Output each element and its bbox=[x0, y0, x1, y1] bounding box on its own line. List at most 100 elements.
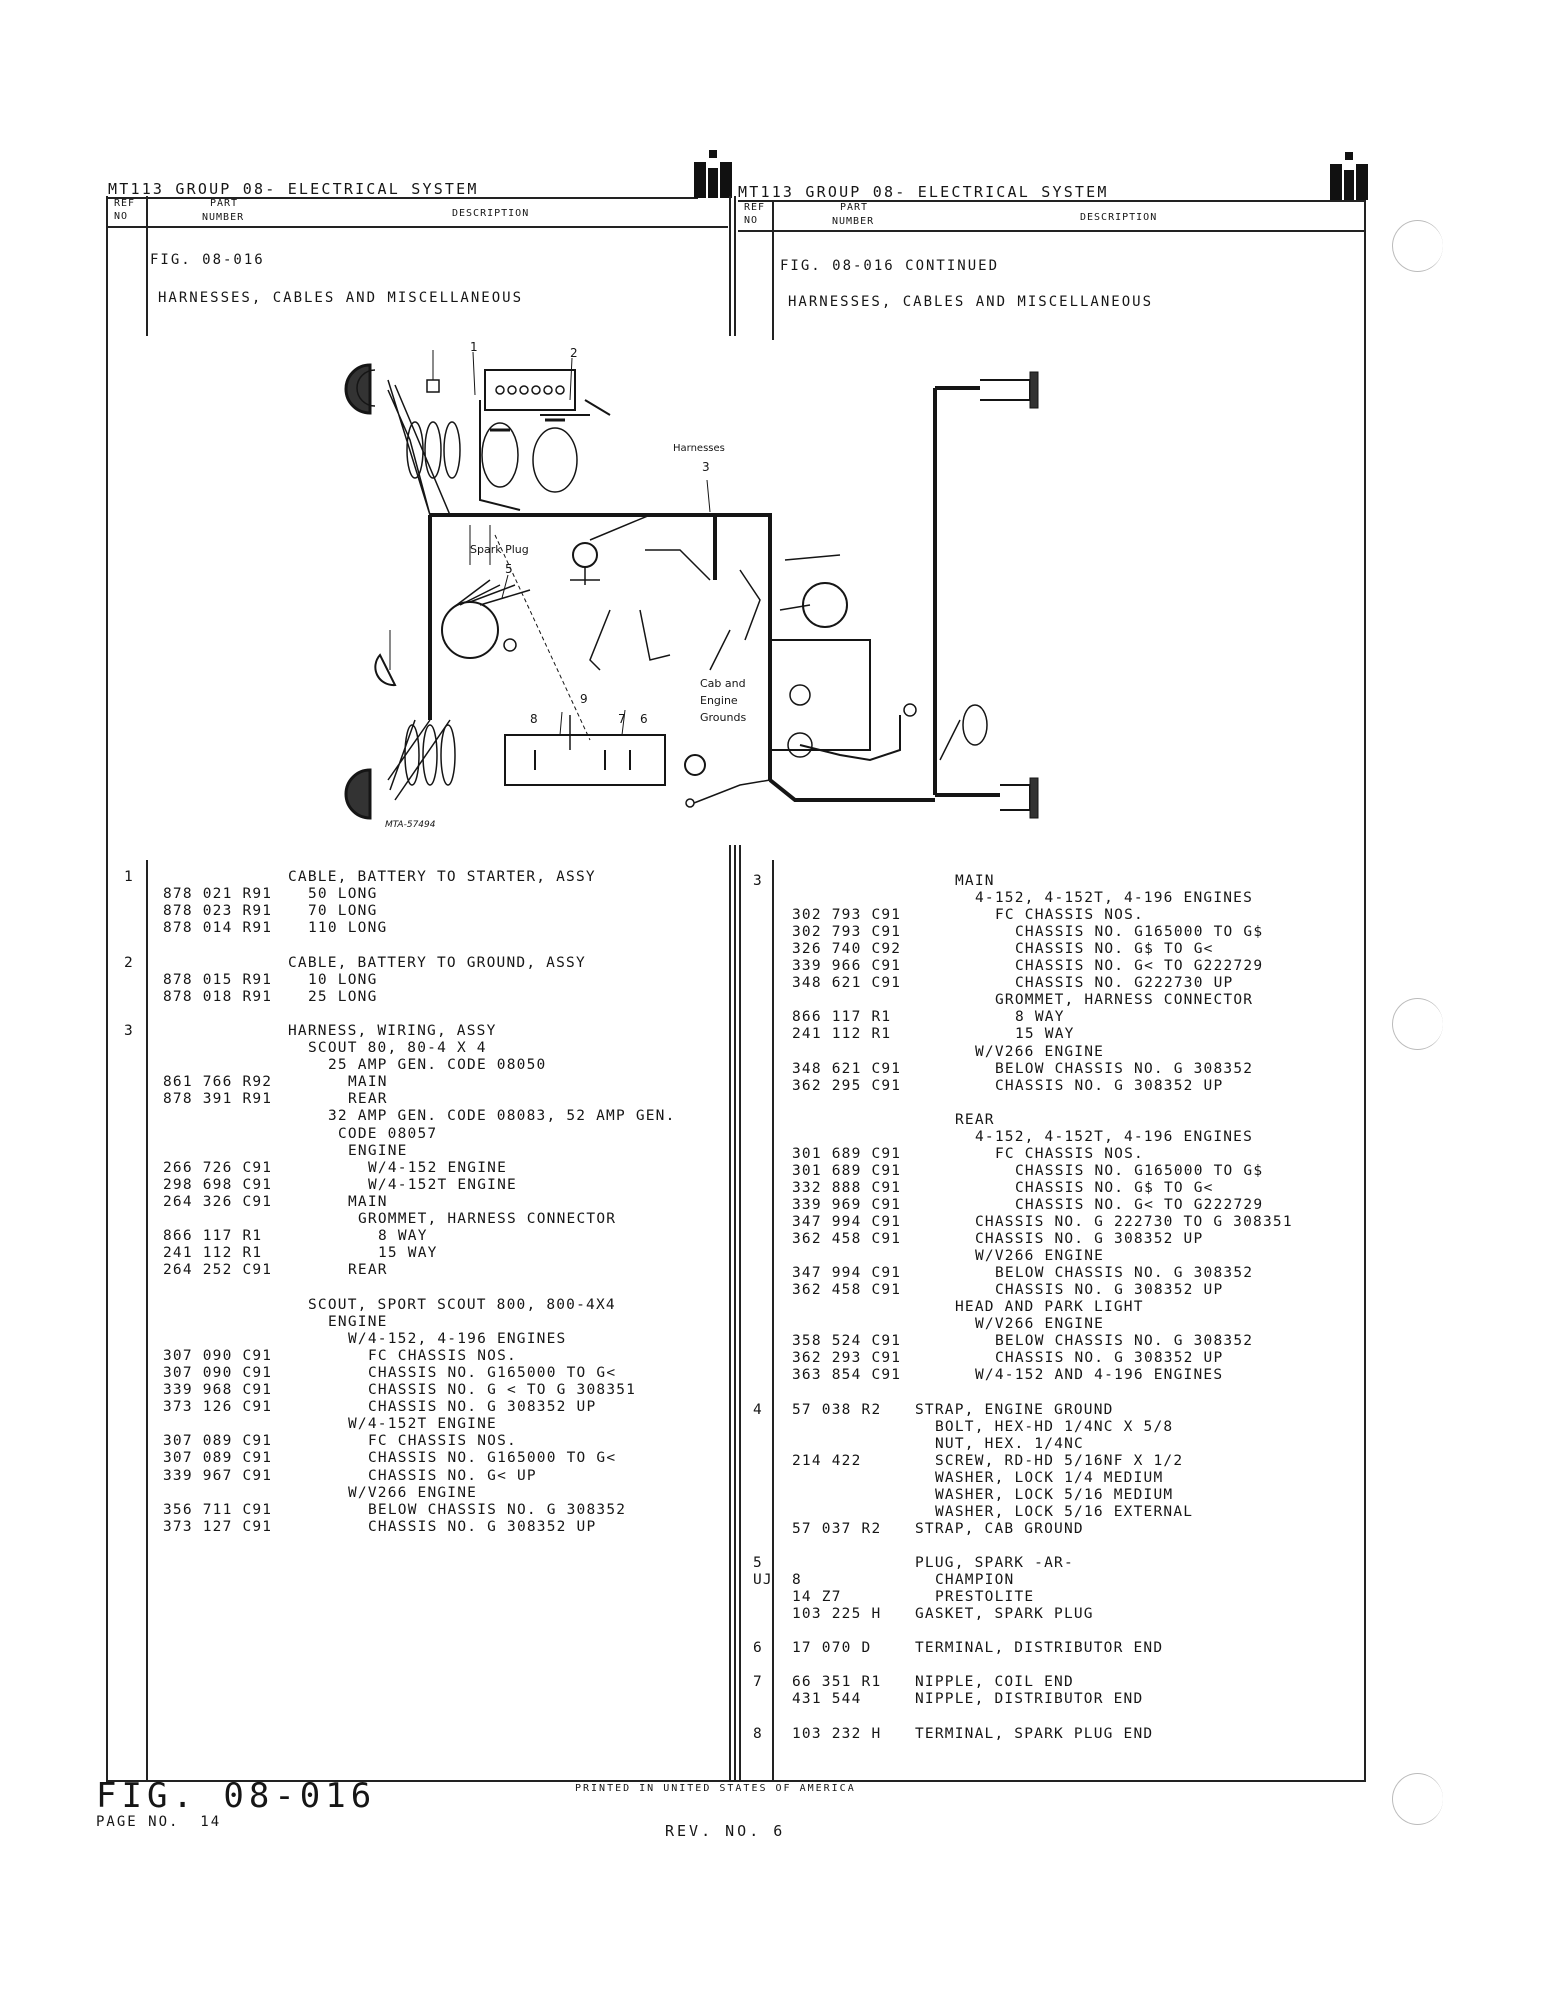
right-row-part: 326 740 C92 bbox=[792, 941, 902, 958]
left-outer-border bbox=[106, 196, 108, 1782]
left-row-ref: 1 bbox=[124, 869, 134, 885]
left-row-desc: SCOUT 80, 80-4 X 4 bbox=[308, 1040, 487, 1056]
left-fig-subtitle: HARNESSES, CABLES AND MISCELLANEOUS bbox=[158, 290, 524, 306]
right-row-part: 362 295 C91 bbox=[792, 1077, 902, 1094]
right-row-ref: 4 bbox=[753, 1401, 763, 1418]
right-col-description: DESCRIPTION bbox=[1080, 212, 1158, 223]
left-row-part: 307 089 C91 bbox=[163, 1450, 273, 1467]
left-row-desc: CHASSIS NO. G165000 TO G< bbox=[368, 1364, 617, 1381]
diagram-callout-2: 2 bbox=[570, 346, 578, 360]
left-row-part: 307 090 C91 bbox=[163, 1364, 273, 1381]
right-row-desc: WASHER, LOCK 5/16 MEDIUM bbox=[935, 1486, 1174, 1503]
right-row-desc: 8 WAY bbox=[1015, 1009, 1065, 1026]
left-row-desc: 10 LONG bbox=[308, 971, 378, 988]
right-row-part: 17 070 D bbox=[792, 1640, 872, 1657]
right-row-desc: CHAMPION bbox=[935, 1572, 1015, 1589]
rear-harness bbox=[933, 386, 1000, 797]
right-row-desc: CHASSIS NO. G 308352 UP bbox=[995, 1077, 1224, 1094]
right-row-desc: CHASSIS NO. G165000 TO G$ bbox=[1015, 1162, 1264, 1179]
right-row-desc: 15 WAY bbox=[1015, 1026, 1075, 1043]
right-row-desc: W/V266 ENGINE bbox=[975, 1316, 1105, 1333]
right-row-desc: WASHER, LOCK 5/16 EXTERNAL bbox=[935, 1503, 1194, 1520]
left-row-part: 866 117 R1 bbox=[163, 1228, 263, 1245]
right-row-desc: CHASSIS NO. G165000 TO G$ bbox=[1015, 924, 1264, 941]
right-row-desc: GASKET, SPARK PLUG bbox=[915, 1606, 1094, 1623]
right-row-part: 14 Z7 bbox=[792, 1589, 842, 1606]
right-row-part: 214 422 bbox=[792, 1452, 862, 1469]
left-row-part: 298 698 C91 bbox=[163, 1176, 273, 1193]
footer-page-no: PAGE NO. 14 bbox=[96, 1814, 222, 1830]
left-row-desc: CHASSIS NO. G < TO G 308351 bbox=[368, 1382, 637, 1398]
right-col-part: PART bbox=[840, 202, 869, 213]
center-divider-b bbox=[734, 196, 736, 336]
right-row-part: 348 621 C91 bbox=[792, 1060, 902, 1077]
right-row-desc: FC CHASSIS NOS. bbox=[995, 907, 1144, 924]
diagram-label-cab-1: Cab and bbox=[700, 677, 746, 690]
right-row-part: 362 458 C91 bbox=[792, 1282, 902, 1299]
right-row-desc: CHASSIS NO. G 222730 TO G 308351 bbox=[975, 1214, 1293, 1230]
right-row-desc: CHASSIS NO. G< TO G222729 bbox=[1015, 1196, 1264, 1213]
left-row-part: 878 023 R91 bbox=[163, 903, 273, 920]
right-row-desc: PLUG, SPARK -AR- bbox=[915, 1555, 1074, 1571]
right-row-part: 57 038 R2 bbox=[792, 1401, 882, 1418]
hole-punch-top bbox=[1392, 220, 1443, 272]
diagram-label-cab-2: Engine bbox=[700, 694, 738, 707]
right-col-no: NO bbox=[744, 215, 759, 226]
left-row-desc: W/4-152T ENGINE bbox=[348, 1416, 497, 1433]
right-row-part: 339 966 C91 bbox=[792, 958, 902, 975]
left-row-desc: ENGINE bbox=[348, 1142, 408, 1159]
ih-logo-left bbox=[694, 150, 732, 198]
right-row-desc: CHASSIS NO. G 308352 UP bbox=[975, 1231, 1204, 1248]
right-row-desc: CHASSIS NO. G 308352 UP bbox=[995, 1350, 1224, 1367]
left-col-no: NO bbox=[114, 211, 129, 222]
right-row-desc: BELOW CHASSIS NO. G 308352 bbox=[995, 1333, 1254, 1350]
left-row-desc: 8 WAY bbox=[378, 1228, 428, 1245]
left-row-part: 339 968 C91 bbox=[163, 1382, 273, 1398]
left-row-desc: FC CHASSIS NOS. bbox=[368, 1347, 517, 1364]
right-row-desc: NIPPLE, DISTRIBUTOR END bbox=[915, 1691, 1144, 1708]
right-row-part: 348 621 C91 bbox=[792, 975, 902, 992]
diagram-code: MTA-57494 bbox=[385, 820, 436, 830]
right-row-ref: 5 bbox=[753, 1555, 763, 1571]
left-row-part: 861 766 R92 bbox=[163, 1074, 273, 1091]
right-ref-divider-top bbox=[772, 200, 774, 340]
right-row-part: 302 793 C91 bbox=[792, 924, 902, 941]
right-row-desc: BELOW CHASSIS NO. G 308352 bbox=[995, 1060, 1254, 1077]
diagram-callout-1: 1 bbox=[470, 340, 478, 354]
left-col-number: NUMBER bbox=[202, 212, 245, 223]
right-row-part: 363 854 C91 bbox=[792, 1367, 902, 1384]
left-row-part: 339 967 C91 bbox=[163, 1467, 273, 1484]
right-row-desc: PRESTOLITE bbox=[935, 1589, 1035, 1606]
right-row-desc: CHASSIS NO. G$ TO G< bbox=[1015, 941, 1214, 958]
footer-printed: PRINTED IN UNITED STATES OF AMERICA bbox=[575, 1783, 856, 1794]
right-row-ref: 6 bbox=[753, 1640, 763, 1657]
left-row-part: 878 018 R91 bbox=[163, 988, 273, 1005]
left-fig-label: FIG. 08-016 bbox=[150, 252, 265, 268]
right-header-title: MT113 GROUP 08- ELECTRICAL SYSTEM bbox=[738, 183, 1109, 201]
right-row-desc: STRAP, ENGINE GROUND bbox=[915, 1401, 1114, 1418]
right-colhead-rule bbox=[738, 230, 1366, 232]
right-row-desc: HEAD AND PARK LIGHT bbox=[955, 1299, 1144, 1316]
left-row-desc: MAIN bbox=[348, 1193, 388, 1210]
rear-lamp-top bbox=[980, 379, 1031, 401]
right-row-desc: 4-152, 4-152T, 4-196 ENGINES bbox=[975, 1128, 1254, 1145]
left-row-desc: CHASSIS NO. G165000 TO G< bbox=[368, 1450, 617, 1467]
left-header-title: MT113 GROUP 08- ELECTRICAL SYSTEM bbox=[108, 180, 479, 198]
left-row-desc: CHASSIS NO. G< UP bbox=[368, 1467, 537, 1484]
right-row-desc: FC CHASSIS NOS. bbox=[995, 1145, 1144, 1162]
right-row-desc: WASHER, LOCK 1/4 MEDIUM bbox=[935, 1469, 1164, 1486]
right-row-desc: TERMINAL, DISTRIBUTOR END bbox=[915, 1640, 1164, 1657]
right-row-desc: W/V266 ENGINE bbox=[975, 1248, 1105, 1265]
right-row-part: 431 544 bbox=[792, 1691, 862, 1708]
left-row-desc: 15 WAY bbox=[378, 1245, 438, 1262]
left-row-part: 307 089 C91 bbox=[163, 1433, 273, 1450]
bottom-rule bbox=[106, 1780, 1366, 1782]
left-row-desc: ENGINE bbox=[328, 1313, 388, 1330]
left-row-desc: REAR bbox=[348, 1091, 388, 1108]
left-row-desc: 25 AMP GEN. CODE 08050 bbox=[328, 1057, 547, 1074]
right-col-number: NUMBER bbox=[832, 216, 875, 227]
left-row-desc: W/V266 ENGINE bbox=[348, 1484, 478, 1501]
right-row-desc: TERMINAL, SPARK PLUG END bbox=[915, 1725, 1154, 1742]
right-row-part: 339 969 C91 bbox=[792, 1196, 902, 1213]
right-row-part: 866 117 R1 bbox=[792, 1009, 892, 1026]
